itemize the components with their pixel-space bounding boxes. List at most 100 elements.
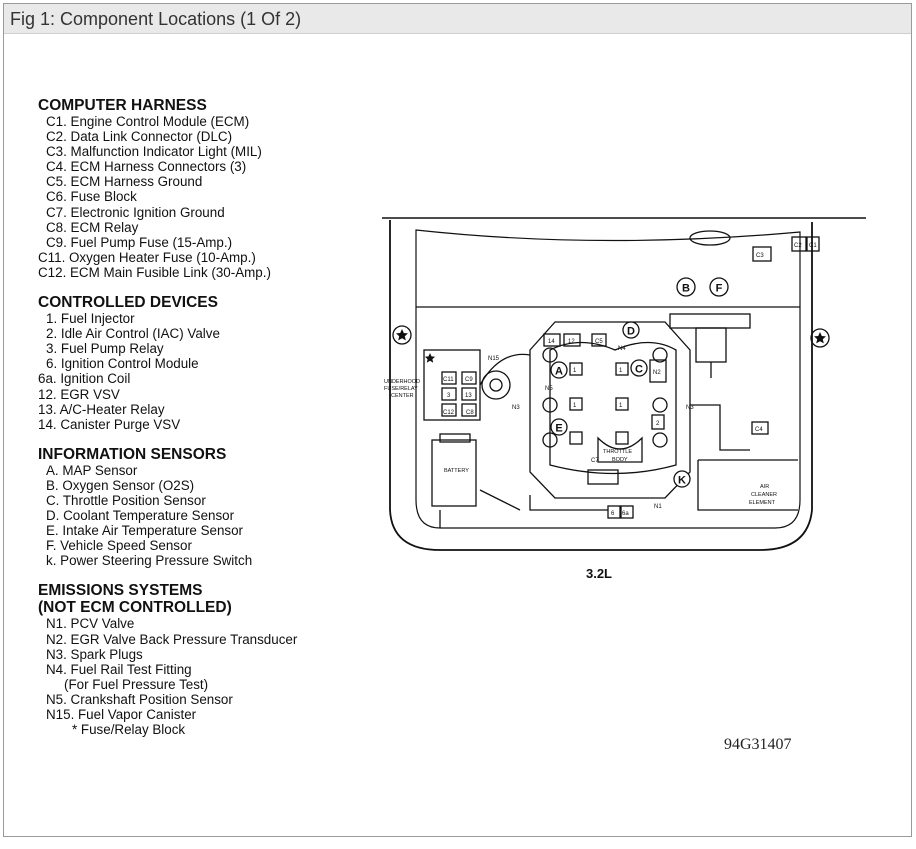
legend-item: N1. PCV Valve [46,616,135,632]
legend-item: E. Intake Air Temperature Sensor [46,523,243,539]
code-label: N5 [545,386,553,392]
legend-item: N3. Spark Plugs [46,646,143,662]
legend-item: B. Oxygen Sensor (O2S) [46,477,195,493]
throttle-label: THROTTLE [603,449,632,455]
code-label: 6a [622,511,629,517]
engine-block [529,321,691,499]
canister-port [489,378,503,392]
legend-item: N15. Fuel Vapor Canister [46,707,197,722]
legend-group-information-sensors: INFORMATION SENSORS A. MAP Sensor B. Oxy… [38,446,297,569]
code-label: 3 [447,393,451,399]
strut-tower-right [810,328,830,348]
star-icon [814,332,826,344]
code-label: C9 [465,377,473,383]
fuse-c11 [441,371,457,385]
fuel-injector [615,397,629,411]
legend-item: 1. Fuel Injector [46,311,135,327]
code-label: N15 [488,356,500,362]
legend-group-controlled-devices: CONTROLLED DEVICES 1. Fuel Injector 2. I… [38,294,297,432]
legend-item: C5. ECM Harness Ground [46,174,203,190]
legend-item: 6. Ignition Control Module [46,356,199,372]
legend-heading: INFORMATION SENSORS [38,445,227,463]
legend-item: C7. Electronic Ignition Ground [46,204,225,220]
ecm-relay-c8 [461,403,477,417]
callout-label: C [635,364,643,376]
engine-compartment-diagram: A B C D E F K C2 C1 C3 C4 C5 C7 C8 C9 C1… [382,217,866,581]
legend-item: C. Throttle Position Sensor [46,492,206,508]
air-label: AIR [760,484,769,490]
code-label: C5 [595,339,603,345]
legend-item: C6. Fuse Block [46,189,137,205]
legend-item: C8. ECM Relay [46,219,139,235]
fuse-relay-label: FUSE/RELAY [384,386,418,392]
code-label: C12 [443,410,455,416]
callout-d: D [622,321,640,339]
ecm-harness-connector-c4 [751,421,769,435]
connector-c7 [587,469,619,485]
legend-item: N5. Crankshaft Position Sensor [46,691,233,707]
legend-item: C12. ECM Main Fusible Link (30-Amp.) [38,264,271,280]
legend-item: F. Vehicle Speed Sensor [46,538,192,554]
code-label: 13 [465,393,472,399]
title-bar: Fig 1: Component Locations (1 Of 2) [4,4,911,34]
callout-label: K [678,475,686,487]
code-label: 1 [573,403,577,409]
strut-tower-left [392,325,412,345]
callout-a: A [550,361,568,379]
fuse-c12 [441,403,457,417]
code-label: N3 [512,405,520,411]
spark-plug [542,432,558,448]
legend-item: * Fuse/Relay Block [72,722,186,738]
egr-transducer-n2 [649,359,667,383]
code-label: C1 [809,243,817,249]
ignition-coil-6a [620,505,634,519]
intake-plenum [549,341,677,475]
code-label: 2 [656,421,660,427]
callout-label: F [716,283,723,295]
sensor-housing [695,327,727,363]
wiring-harness [529,495,608,511]
sensor-bracket [669,313,751,329]
callout-label: D [627,326,635,338]
legend-heading: CONTROLLED DEVICES [38,294,218,312]
wiring-harness [479,353,531,386]
connector-14 [543,333,561,347]
callout-f: F [709,277,729,297]
code-label: 14 [548,339,555,345]
battery-top [439,433,471,443]
battery-label: BATTERY [444,468,469,474]
code-label: N1 [654,504,662,510]
body-label: BODY [612,457,628,463]
legend-item: C1. Engine Control Module (ECM) [46,114,250,129]
callout-k: K [673,470,691,488]
code-label: N2 [653,370,661,376]
code-label: 1 [619,403,623,409]
legend-item: N2. EGR Valve Back Pressure Transducer [46,631,298,647]
legend-heading: COMPUTER HARNESS [38,97,207,114]
legend-item: 13. A/C-Heater Relay [38,401,165,417]
legend-item: 2. Idle Air Control (IAC) Valve [46,326,220,342]
legend-item: 3. Fuel Pump Relay [46,341,164,357]
code-label: N4 [618,346,626,352]
callout-c: C [630,359,648,377]
cleaner-label: CLEANER [751,492,777,498]
legend-item: (For Fuel Pressure Test) [64,676,209,692]
connector-c1 [806,236,820,252]
spark-plug [652,347,668,363]
spark-plug [542,397,558,413]
code-label: C7 [591,458,599,464]
iac-valve-2 [651,414,665,430]
ignition-control-module-6 [607,505,621,519]
air-cleaner-element [697,460,798,511]
spark-plug [652,397,668,413]
spark-plug [542,347,558,363]
connector-12 [563,333,581,347]
fuse-c9 [461,371,477,385]
connector-c2 [791,236,807,252]
fuel-injector [569,431,583,445]
center-label: CENTER [391,393,414,399]
legend-item: 12. EGR VSV [38,386,120,402]
underhood-label: UNDERHOOD [384,379,420,385]
callout-e: E [550,418,568,436]
legend-subheading: (NOT ECM CONTROLLED) [38,599,232,617]
